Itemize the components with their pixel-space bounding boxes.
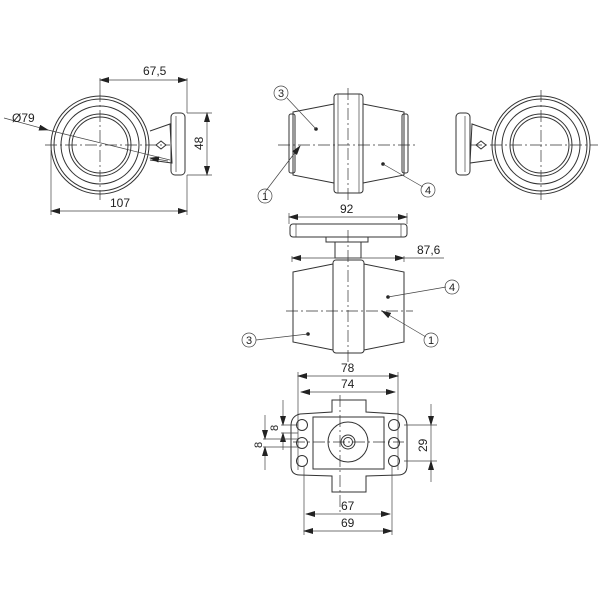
dim-29: 29 [416,438,430,452]
dim-87-6: 87,6 [417,243,441,257]
callout-3-top: 3 [278,88,284,100]
dim-69: 69 [341,516,355,530]
dim-74: 74 [341,377,355,391]
dim-78: 78 [341,361,355,375]
dim-92: 92 [340,202,354,216]
callout-3-middle: 3 [246,335,252,347]
dim-67-5: 67,5 [143,64,167,78]
callout-4-top: 4 [425,185,431,197]
callout-4-middle: 4 [449,282,455,294]
front-view-right [455,90,598,200]
dim-8-top: 8 [269,425,281,431]
front-view-left: 67,5 107 48 Ø79 [3,64,212,215]
dim-8-left: 8 [253,442,265,448]
callout-1-middle: 1 [428,335,434,347]
dim-67: 67 [341,499,355,513]
side-view-middle: 92 87,6 4 3 1 [241,202,460,365]
dim-diameter-79: Ø79 [12,111,35,125]
side-view-top: 3 1 4 [257,85,436,204]
dim-48: 48 [192,136,206,150]
bottom-view: 78 74 8 8 29 67 69 [253,361,437,535]
callout-1-top: 1 [262,191,268,203]
dim-107: 107 [110,196,130,210]
